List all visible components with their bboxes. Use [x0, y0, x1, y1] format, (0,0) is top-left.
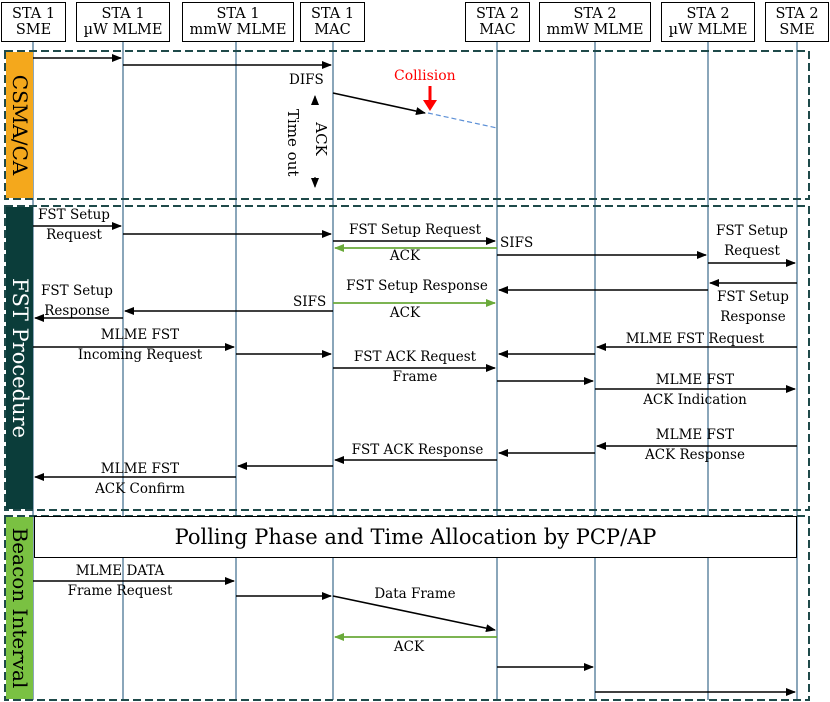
fst-mlme-ack-confirm-line2: ACK Confirm: [95, 481, 185, 497]
fst-mlme-incoming-request: MLME FST Incoming Request: [50, 325, 230, 365]
beacon-ack: ACK: [393, 639, 425, 655]
fst-mlme-ack-confirm-line1: MLME FST: [100, 461, 180, 477]
ack-timeout-label-line2: Time out: [284, 109, 302, 177]
entity-sta2-mac-line1: STA 2: [475, 6, 520, 22]
phase-csma: CSMA/CA: [6, 52, 33, 198]
entity-sta2-sme-line2: SME: [779, 22, 815, 38]
entity-sta1-mmw-mlme: STA 1 mmW MLME: [182, 2, 294, 42]
entity-sta2-mmw-mlme-line2: mmW MLME: [546, 22, 644, 38]
entity-sta1-uw-mlme-line2: µW MLME: [83, 22, 163, 38]
beacon-data-frame: Data Frame: [374, 586, 456, 602]
fst-ack-1: ACK: [389, 248, 421, 264]
fst-ack-response: FST ACK Response: [351, 442, 484, 458]
entity-sta1-mmw-mlme-line1: STA 1: [216, 6, 260, 22]
entity-sta1-uw-mlme: STA 1 µW MLME: [76, 2, 170, 42]
fst-mlme-ack-indication-line2: ACK Indication: [643, 392, 747, 408]
beacon-mlme-data-line1: MLME DATA: [75, 563, 165, 579]
beacon-mlme-data-line2: Frame Request: [67, 583, 173, 599]
fst-setup-request-sme1-line2: Request: [46, 227, 102, 243]
entity-sta2-sme-line1: STA 2: [775, 6, 819, 22]
ack-timeout-label-line1: ACK: [312, 122, 330, 156]
entity-sta1-mmw-mlme-line2: mmW MLME: [189, 22, 287, 38]
csma-arrow-mac-collision: [332, 92, 426, 115]
fst-sifs-2: SIFS: [293, 294, 327, 310]
fst-mlme-ack-indication-line1: MLME FST: [655, 372, 735, 388]
fst-setup-response-sme2-line2: Response: [720, 309, 786, 325]
phase-csma-label: CSMA/CA: [7, 74, 32, 176]
fst-setup-response-sme2-line1: FST Setup: [717, 289, 789, 305]
collision-label: Collision: [394, 68, 456, 84]
entity-sta1-mac-line2: MAC: [314, 22, 351, 38]
entity-sta1-uw-mlme-line1: STA 1: [101, 6, 145, 22]
fst-setup-response-mac: FST Setup Response: [346, 278, 488, 294]
fst-mlme-ack-response: MLME FST ACK Response: [605, 425, 785, 465]
fst-setup-response-sme1-line1: FST Setup: [41, 283, 113, 299]
entity-sta1-mac-line1: STA 1: [310, 6, 355, 22]
beacon-arrow-data-frame: [332, 595, 496, 633]
collision-dashed-line: [427, 112, 498, 129]
entity-sta2-uw-mlme-line2: µW MLME: [668, 22, 748, 38]
phase-beacon: Beacon Interval: [6, 517, 33, 699]
entity-sta2-sme: STA 2 SME: [765, 2, 829, 42]
csma-phase-tab: [6, 52, 33, 198]
fst-setup-response-sme2: FST Setup Response: [708, 287, 798, 327]
csma-phase-border: [4, 50, 810, 200]
entity-sta1-mac: STA 1 MAC: [300, 2, 365, 42]
difs-label: DIFS: [289, 72, 324, 88]
fst-setup-request-sme2: FST Setup Request: [707, 221, 797, 261]
fst-setup-request-sme1: FST Setup Request: [34, 205, 114, 245]
entity-sta2-uw-mlme-line1: STA 2: [686, 6, 730, 22]
polling-phase-banner: Polling Phase and Time Allocation by PCP…: [34, 516, 797, 558]
beacon-phase-tab: [6, 517, 33, 699]
fst-setup-request-mac: FST Setup Request: [348, 222, 482, 238]
lifelines: [32, 42, 798, 700]
fst-mlme-ack-indication: MLME FST ACK Indication: [605, 370, 785, 410]
entity-sta1-sme-line2: SME: [15, 22, 52, 38]
fst-mlme-incoming-line2: Incoming Request: [77, 347, 203, 363]
fst-phase-border: [4, 205, 810, 511]
fst-mlme-ack-response-line2: ACK Response: [645, 447, 745, 463]
entity-sta2-uw-mlme: STA 2 µW MLME: [661, 2, 755, 42]
phase-beacon-label: Beacon Interval: [7, 527, 32, 689]
fst-setup-response-sme1: FST Setup Response: [36, 281, 118, 321]
fst-setup-request-sme1-line1: FST Setup: [38, 207, 110, 223]
fst-setup-request-sme2-line1: FST Setup: [716, 223, 788, 239]
entity-sta2-mac-line2: MAC: [479, 22, 516, 38]
collision-red-arrow: [423, 86, 437, 111]
fst-phase-tab: [6, 207, 33, 509]
fst-mlme-ack-response-line1: MLME FST: [655, 427, 735, 443]
beacon-mlme-data-frame-request: MLME DATA Frame Request: [45, 561, 195, 601]
entity-sta2-mac: STA 2 MAC: [465, 2, 530, 42]
fst-mlme-ack-confirm: MLME FST ACK Confirm: [60, 459, 220, 499]
fst-setup-request-sme2-line2: Request: [724, 243, 780, 259]
fst-ack-request-frame: FST ACK Request Frame: [340, 347, 490, 387]
phase-fst-label: FST Procedure: [7, 277, 32, 439]
fst-ack-2: ACK: [389, 305, 421, 321]
fst-mlme-incoming-line1: MLME FST: [100, 327, 180, 343]
fst-setup-response-sme1-line2: Response: [44, 303, 110, 319]
fst-ack-request-line1: FST ACK Request: [353, 349, 477, 365]
fst-mlme-request-sta2: MLME FST Request: [625, 331, 765, 347]
entity-sta1-sme: STA 1 SME: [1, 2, 66, 42]
phase-fst: FST Procedure: [6, 207, 33, 509]
fst-sifs-1: SIFS: [500, 235, 534, 251]
entity-sta2-mmw-mlme-line1: STA 2: [573, 6, 617, 22]
entity-sta2-mmw-mlme: STA 2 mmW MLME: [539, 2, 651, 42]
fst-ack-request-line2: Frame: [392, 369, 438, 385]
entity-sta1-sme-line1: STA 1: [11, 6, 56, 22]
